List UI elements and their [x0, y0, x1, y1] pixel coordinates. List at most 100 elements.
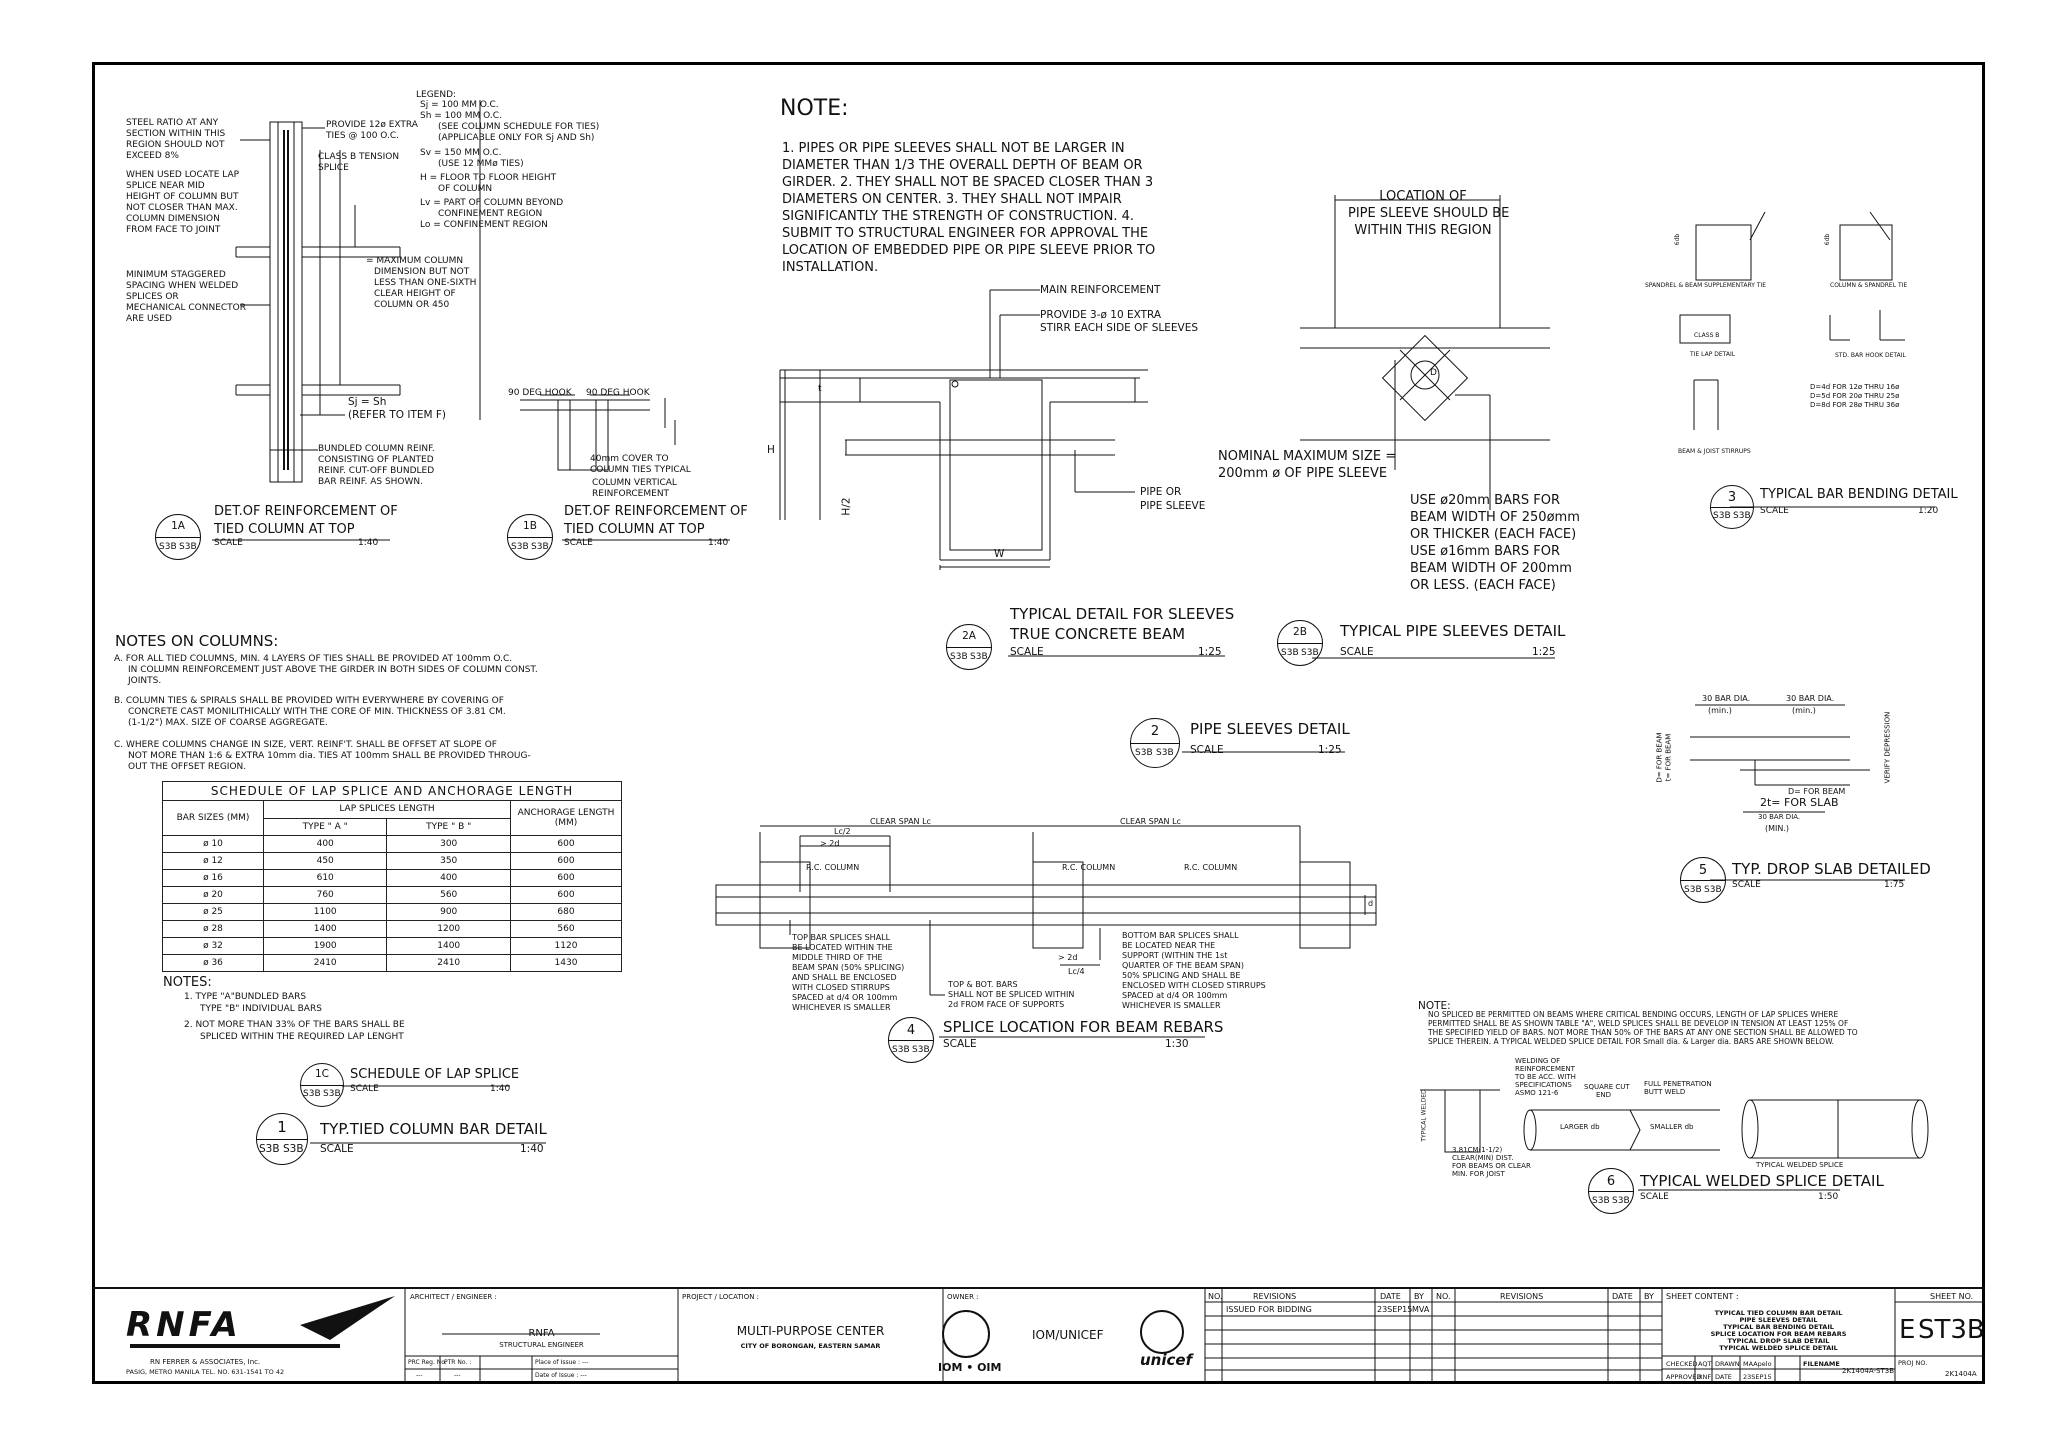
company-address: PASIG, METRO MANILA TEL. NO. 631-1541 TO…: [126, 1368, 285, 1376]
col-type-b: TYPE " B ": [386, 817, 511, 836]
detail-bubble-2a: 2A S3B S3B: [946, 624, 992, 670]
company-name: RN FERRER & ASSOCIATES, Inc.: [150, 1358, 261, 1366]
detail-scale-1: SCALE: [320, 1143, 354, 1155]
nominal-size-note: NOMINAL MAXIMUM SIZE = 200mm ø OF PIPE S…: [1218, 449, 1397, 481]
col-lap-splices: LAP SPLICES LENGTH: [263, 800, 511, 819]
detail-scale-1b: SCALE: [564, 538, 593, 548]
notes-columns-b: B. COLUMN TIES & SPIRALS SHALL BE PROVID…: [114, 696, 506, 728]
clear-span-1: CLEAR SPAN Lc: [870, 817, 931, 826]
sj-sh-note: Sj = Sh (REFER TO ITEM F): [348, 396, 447, 421]
rev-date-header: DATE: [1380, 1292, 1401, 1301]
detail-scale-4: SCALE: [943, 1038, 977, 1050]
location-note: LOCATION OF PIPE SLEEVE SHOULD BE WITHIN…: [1348, 189, 1510, 238]
lap-splice-schedule-table: SCHEDULE OF LAP SPLICE AND ANCHORAGE LEN…: [162, 781, 622, 972]
lc2-label: Lc/2: [834, 827, 851, 836]
rc-column-1: R.C. COLUMN: [806, 863, 860, 872]
class-b-tie-label: CLASS B: [1694, 332, 1720, 339]
welded-note: NO SPLICED BE PERMITTED ON BEAMS WHERE C…: [1428, 1010, 1858, 1046]
detail-ratio-1b: 1:40: [708, 538, 729, 548]
detail-ratio-1c: 1:40: [490, 1084, 511, 1094]
column-1a-outline: [269, 121, 303, 483]
detail-bubble-1b: 1B S3B S3B: [507, 514, 553, 560]
tie-lap-label: TIE LAP DETAIL: [1690, 351, 1736, 358]
top-bar-splice-note: TOP BAR SPLICES SHALL BE LOCATED WITHIN …: [792, 933, 905, 1012]
project-label: PROJECT / LOCATION :: [682, 1293, 760, 1301]
rev-header-2: REVISIONS: [1500, 1292, 1544, 1301]
full-penetration-note: FULL PENETRATION BUTT WELD: [1644, 1080, 1712, 1096]
min-label-1: (min.): [1708, 706, 1732, 715]
gt2d-label-2: > 2d: [1058, 953, 1078, 962]
detail-bubble-2: 2 S3B S3B: [1130, 718, 1180, 768]
detail-title-1: TYP.TIED COLUMN BAR DETAIL: [320, 1120, 547, 1138]
detail-bubble-5: 5 S3B S3B: [1680, 857, 1726, 903]
detail-bubble-4: 4 S3B S3B: [888, 1017, 934, 1063]
slab-left-label-2: t= FOR BEAM: [1664, 733, 1673, 782]
spandrel-tie-label: SPANDREL & BEAM SUPPLEMENTARY TIE: [1645, 282, 1767, 289]
bend-d3: D=8d FOR 28ø THRU 36ø: [1810, 401, 1900, 409]
detail-ratio-2b: 1:25: [1532, 646, 1556, 658]
lap-splice-note: WHEN USED LOCATE LAP SPLICE NEAR MID HEI…: [126, 170, 240, 235]
drawn-by: MAApelo: [1743, 1360, 1772, 1368]
detail-title-1c: SCHEDULE OF LAP SPLICE: [350, 1067, 520, 1082]
proj-no-label: PROJ NO.: [1898, 1359, 1928, 1367]
detail-bubble-1a: 1A S3B S3B: [155, 514, 201, 560]
joist-stirrups-label: BEAM & JOIST STIRRUPS: [1678, 448, 1751, 455]
rev-header: REVISIONS: [1253, 1292, 1297, 1301]
drawing-frame: [92, 62, 1985, 1384]
welded-note-title: NOTE:: [1418, 1000, 1451, 1012]
unicef-logo-icon: [1140, 1310, 1184, 1354]
smaller-db-label: SMALLER db: [1650, 1123, 1694, 1131]
bend-dim-2: 6db: [1824, 233, 1832, 246]
legend-title: LEGEND:: [416, 90, 457, 100]
bend-d2: D=5d FOR 20ø THRU 25ø: [1810, 392, 1900, 400]
for-slab-label: 2t= FOR SLAB: [1760, 796, 1839, 809]
for-beam-label: D= FOR BEAM: [1788, 787, 1846, 796]
dim-d-beam: d: [1368, 899, 1374, 908]
hook-label-2: 90 DEG HOOK: [586, 388, 650, 398]
detail-scale-2a: SCALE: [1010, 646, 1044, 658]
sleeve-note-body: 1. PIPES OR PIPE SLEEVES SHALL NOT BE LA…: [782, 141, 1156, 275]
architect-name: RNFA: [528, 1328, 555, 1339]
detail-title-5: TYP. DROP SLAB DETAILED: [1732, 860, 1931, 878]
date-of-issue: Date of Issue : ---: [535, 1372, 587, 1379]
legend: Sj = 100 MM O.C. Sh = 100 MM O.C. (SEE C…: [420, 100, 600, 230]
use-bars-note: USE ø20mm BARS FOR BEAM WIDTH OF 250ømm …: [1410, 493, 1580, 593]
iom-logo-icon: [942, 1310, 990, 1358]
top-bot-bars-note: TOP & BOT. BARS SHALL NOT BE SPLICED WIT…: [948, 980, 1075, 1009]
dim-t: t: [818, 384, 822, 394]
rev-no-header-2: NO.: [1436, 1292, 1451, 1301]
checked-label: CHECKED: [1666, 1360, 1698, 1368]
detail-title-3: TYPICAL BAR BENDING DETAIL: [1760, 487, 1958, 502]
rev-1-date: 23SEP15: [1377, 1305, 1413, 1314]
rnfa-logo: RNFA: [126, 1305, 242, 1345]
detail-bubble-1: 1 S3B S3B: [256, 1113, 308, 1165]
sheet-no-label: SHEET NO.: [1930, 1292, 1974, 1301]
detail-scale-3: SCALE: [1760, 506, 1789, 516]
clear-dist-note: 3.81CM(1-1/2) CLEAR(MIN) DIST. FOR BEAMS…: [1452, 1146, 1531, 1178]
notes-columns-c: C. WHERE COLUMNS CHANGE IN SIZE, VERT. R…: [114, 740, 531, 772]
prc-value: ---: [416, 1372, 423, 1379]
ptr-label: PTR No. :: [444, 1359, 472, 1366]
drawn-label: DRAWN: [1715, 1360, 1740, 1368]
detail-ratio-5: 1:75: [1884, 880, 1905, 890]
proj-no-value: 2K1404A: [1945, 1370, 1977, 1378]
detail-scale-5: SCALE: [1732, 880, 1761, 890]
schedule-notes-title: NOTES:: [163, 975, 212, 990]
min-label-3: (MIN.): [1765, 824, 1790, 833]
bend-dim-1: 6db: [1674, 233, 1682, 246]
detail-bubble-2b: 2B S3B S3B: [1277, 620, 1323, 666]
ptr-value: ---: [454, 1372, 461, 1379]
detail-ratio-2: 1:25: [1318, 744, 1342, 756]
approved-label: APPROVED: [1666, 1373, 1702, 1381]
vertical-note: COLUMN VERTICAL REINFORCEMENT: [592, 478, 677, 499]
detail-scale-2b: SCALE: [1340, 646, 1374, 658]
dim-w: W: [994, 548, 1005, 560]
notes-columns-title: NOTES ON COLUMNS:: [115, 632, 279, 650]
dim-d: D: [1430, 368, 1437, 378]
rnfa-logo-wing: [130, 1296, 395, 1348]
